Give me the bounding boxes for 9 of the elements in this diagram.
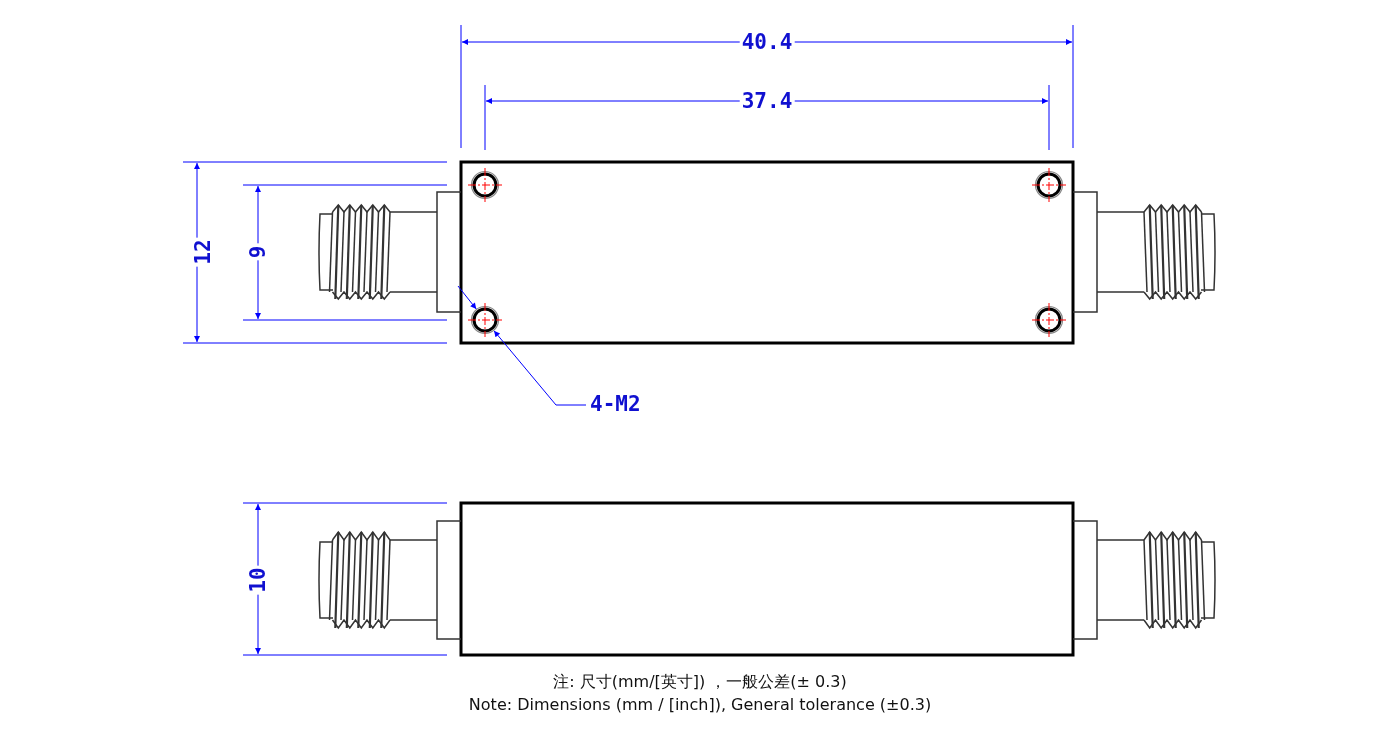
mounting-hole — [471, 306, 499, 334]
leader-line — [493, 330, 587, 406]
note-text: 注: 尺寸(mm/[英寸]) ，一般公差(± 0.3) — [553, 672, 847, 692]
mounting-hole — [471, 171, 499, 199]
note-text: Note: Dimensions (mm / [inch]), General tolerance (±0.3) — [468, 695, 932, 715]
mounting-hole — [1035, 171, 1063, 199]
leader-line — [457, 285, 477, 310]
mounting-hole — [1035, 306, 1063, 334]
callout-text: 4-M2 — [588, 393, 643, 415]
